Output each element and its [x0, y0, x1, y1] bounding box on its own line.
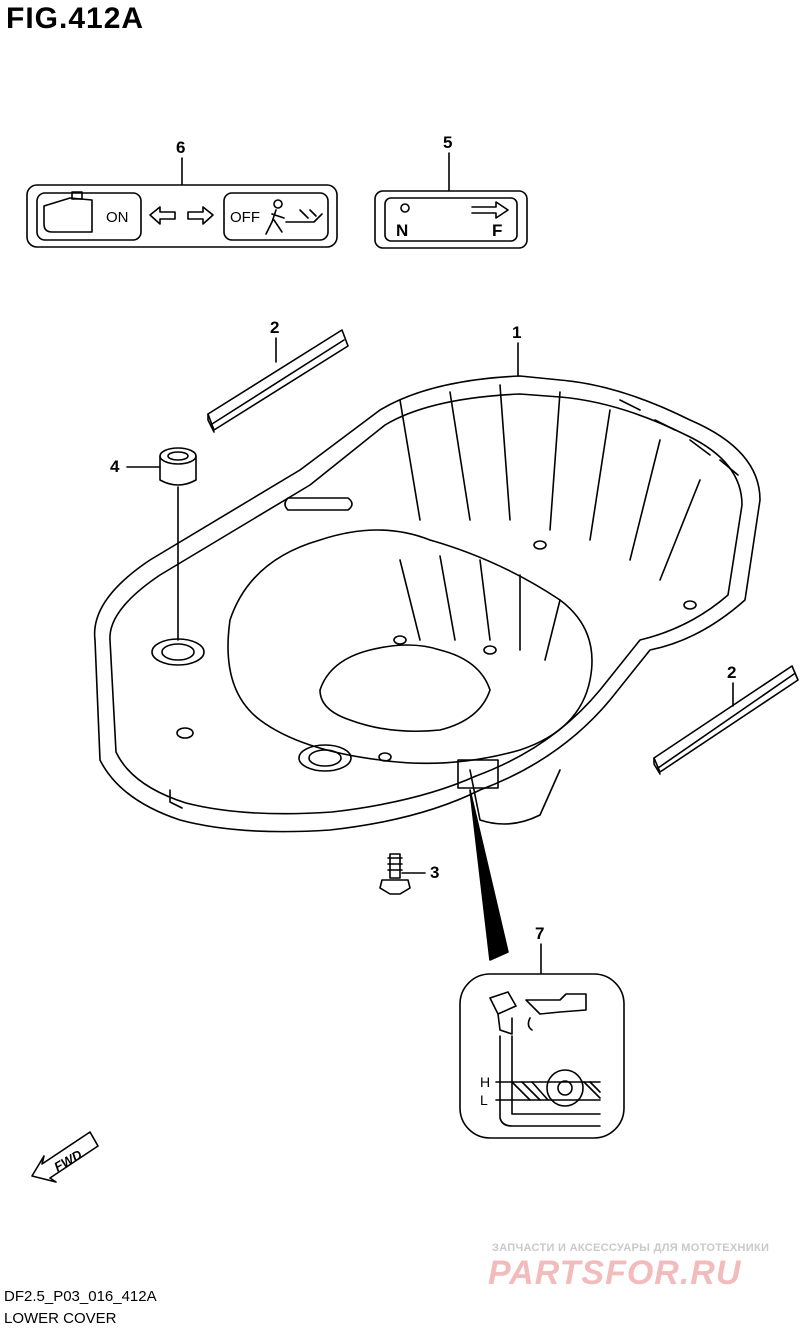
decal-6-off-text: OFF — [230, 209, 260, 226]
decal-7-l-text: L — [480, 1092, 488, 1108]
part-4-grommet — [159, 447, 197, 486]
part-2-seal-upper — [207, 329, 349, 433]
callout-6: 6 — [176, 138, 186, 157]
decal-5-n-text: N — [396, 221, 408, 240]
watermark-tagline: ЗАПЧАСТИ И АКСЕССУАРЫ ДЛЯ МОТОТЕХНИКИ — [492, 1242, 770, 1254]
figure-code: DF2.5_P03_016_412A — [4, 1288, 157, 1305]
figure-title: FIG.412A — [6, 2, 145, 35]
part-1-lower-cover — [93, 375, 761, 833]
figure-name: LOWER COVER — [4, 1310, 117, 1327]
fwd-arrow-icon — [31, 1131, 99, 1183]
fwd-label: FWD — [51, 1146, 85, 1174]
decal-7-oil-label — [459, 973, 625, 1139]
callout-1: 1 — [512, 323, 522, 342]
callout-2-upper: 2 — [270, 318, 280, 337]
decal-5-shift-label — [374, 190, 528, 249]
decal-6-on-text: ON — [106, 209, 129, 226]
decal-5-f-text: F — [492, 221, 502, 240]
callout-5: 5 — [443, 133, 453, 152]
callout-4: 4 — [110, 457, 120, 476]
part-3-bolt — [379, 853, 411, 895]
callout-7: 7 — [535, 924, 545, 943]
callout-2-lower: 2 — [727, 663, 737, 682]
watermark-logo: PARTSFOR.RU — [488, 1254, 742, 1292]
part-2-seal-lower — [653, 665, 799, 775]
callout-3: 3 — [430, 863, 440, 882]
decal-7-pointer — [469, 789, 509, 961]
decal-7-h-text: H — [480, 1074, 490, 1090]
decal-6-switch-label — [26, 184, 338, 248]
